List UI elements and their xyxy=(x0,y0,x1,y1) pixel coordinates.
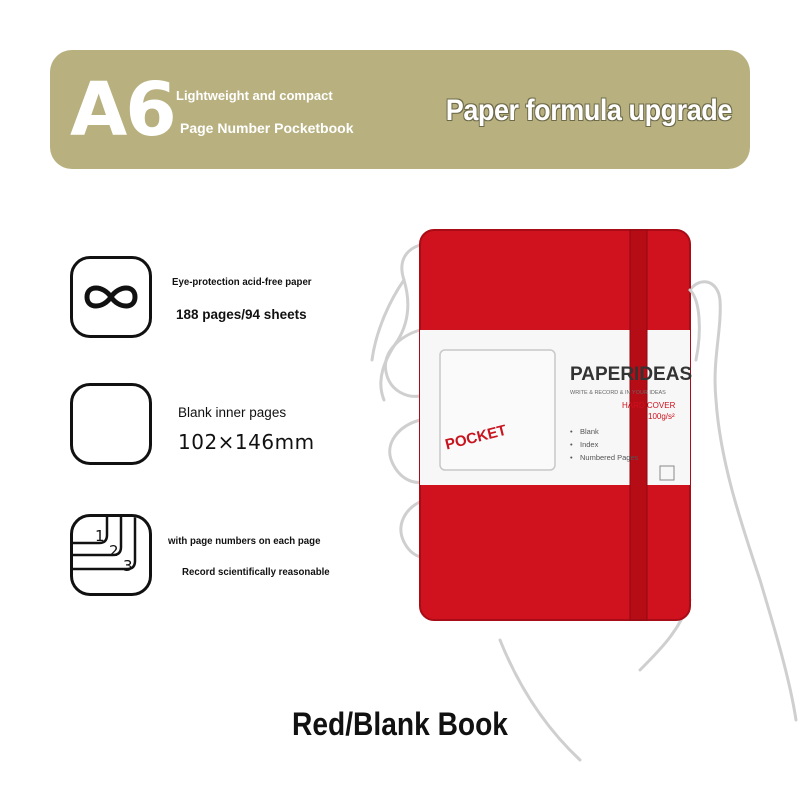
blank-page-icon xyxy=(70,383,152,465)
brand-name: PAPERIDEAS xyxy=(570,364,692,385)
svg-text:•: • xyxy=(570,427,573,436)
paper-weight: 100g/s² xyxy=(648,412,675,421)
banner-headline: Paper formula upgrade xyxy=(445,94,733,127)
option-blank: Blank xyxy=(580,427,599,436)
option-numbered: Numbered Pages xyxy=(580,453,639,462)
page-digit-3: 3 xyxy=(123,557,133,575)
hand-outline xyxy=(370,243,798,762)
banner-subtitle-2: Page Number Pocketbook xyxy=(180,120,354,136)
feature-paper-label: Eye-protection acid-free paper xyxy=(172,276,312,288)
header-banner: A6 Lightweight and compact Page Number P… xyxy=(50,50,750,169)
infinity-icon xyxy=(70,256,152,338)
brand-tagline: WRITE & RECORD & IN YOUR IDEAS xyxy=(570,390,666,396)
page-digit-2: 2 xyxy=(109,542,119,560)
product-caption: Red/Blank Book xyxy=(292,706,508,742)
feature-pages-label: 188 pages/94 sheets xyxy=(176,307,307,322)
feature-blank-label: Blank inner pages xyxy=(178,405,287,420)
book-logo-icon xyxy=(659,465,675,481)
option-index: Index xyxy=(580,440,599,449)
feature-page-numbers-label: with page numbers on each page xyxy=(168,535,321,547)
feature-dimensions-label: 102×146mm xyxy=(178,430,315,454)
red-notebook: POCKET PAPERIDEAS WRITE & RECORD & IN YO… xyxy=(419,229,692,621)
page-numbers-icon: 1 2 3 xyxy=(70,514,152,596)
size-label: A6 xyxy=(70,67,177,153)
feature-record-label: Record scientifically reasonable xyxy=(182,566,330,578)
cover-type: HARD COVER xyxy=(622,401,676,410)
svg-text:•: • xyxy=(570,440,573,449)
page-digit-1: 1 xyxy=(95,527,105,545)
banner-subtitle-1: Lightweight and compact xyxy=(176,88,333,103)
svg-text:•: • xyxy=(570,453,573,462)
